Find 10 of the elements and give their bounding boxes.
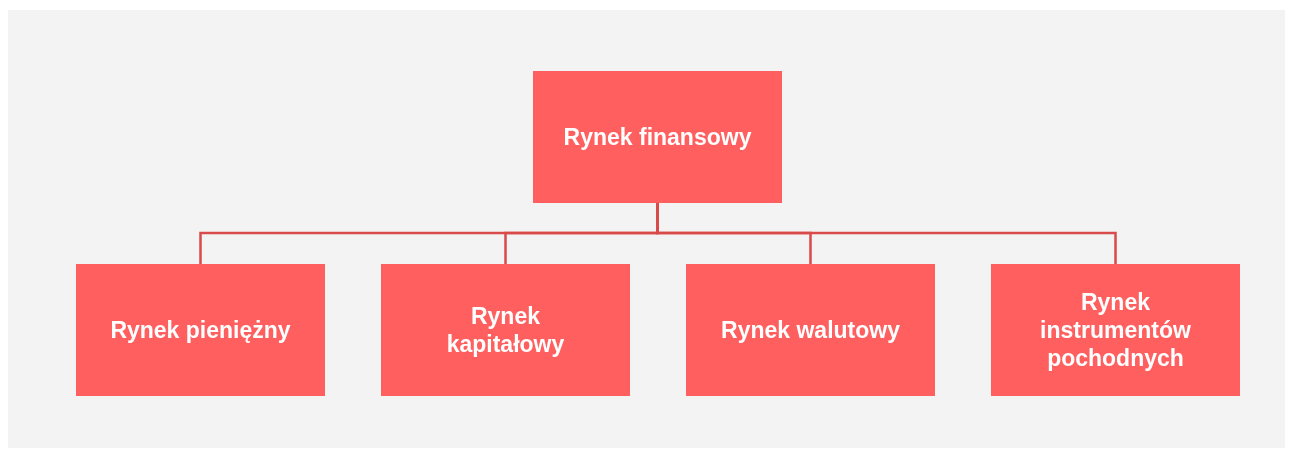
- box-label: Rynek instrumentów pochodnych: [1039, 288, 1192, 372]
- process-box: [381, 264, 630, 396]
- box-label: Rynek pieniężny: [109, 316, 292, 344]
- box-label: Rynek kapitałowy: [445, 302, 566, 358]
- process-box: [991, 264, 1240, 396]
- box-label: Rynek walutowy: [720, 316, 901, 344]
- process-box: [686, 264, 935, 396]
- box-label: Rynek finansowy: [562, 123, 753, 151]
- process-box: [76, 264, 325, 396]
- process-box: [533, 71, 782, 203]
